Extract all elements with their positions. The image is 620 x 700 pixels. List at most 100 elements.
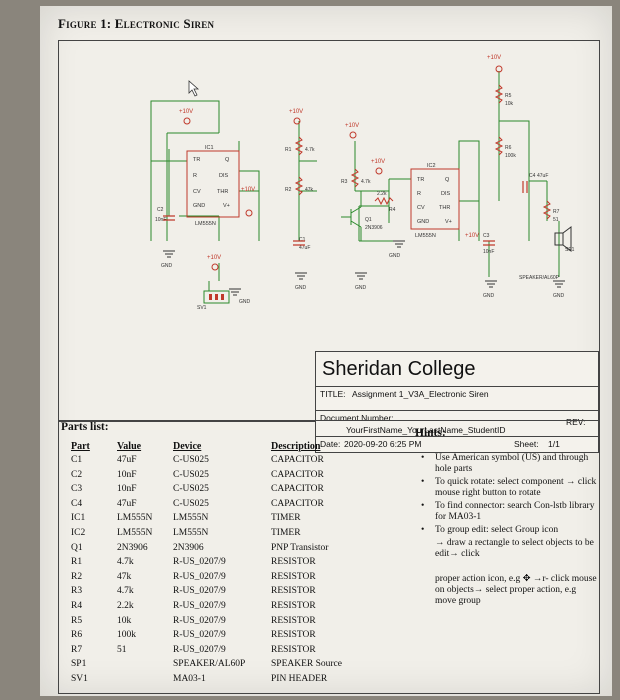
group-step-1: → draw a rectangle to select objects to … [435, 538, 594, 559]
table-cell-description: RESISTOR [271, 557, 316, 568]
table-cell-part: Q1 [71, 542, 83, 553]
ic1-part: LM555N [195, 221, 216, 227]
table-cell-value: 47uF [117, 498, 137, 509]
table-cell-part: C3 [71, 484, 83, 495]
schematic-frame: +10V +10V +10V +10V +10V +10V +10V +10V … [58, 40, 600, 453]
table-cell-description: RESISTOR [271, 601, 316, 611]
title-row: TITLE: Assignment 1_V3A_Electronic Siren [316, 386, 598, 401]
svg-text:R7: R7 [553, 209, 560, 215]
svg-text:CV: CV [193, 189, 201, 195]
hint-item: •To group edit: select Group icon [421, 525, 559, 535]
svg-text:Q1: Q1 [365, 217, 372, 223]
svg-text:10k: 10k [505, 101, 514, 107]
table-cell-description: RESISTOR [271, 615, 316, 626]
table-cell-device: MA03-1 [173, 674, 206, 684]
header-device: Device [173, 441, 202, 452]
table-cell-description: PIN HEADER [271, 674, 328, 684]
table-cell-part: R7 [71, 644, 83, 655]
hint-item: •To find connector: search Con-lstb libr… [421, 501, 595, 522]
svg-text:TR: TR [417, 177, 424, 183]
svg-text:V+: V+ [445, 219, 452, 225]
svg-text:4.7k: 4.7k [305, 147, 315, 153]
table-cell-part: C1 [71, 455, 83, 465]
table-cell-device: C-US025 [173, 455, 209, 465]
supply-label-3: +10V [345, 123, 359, 129]
parts-list-title: Parts list: [61, 421, 109, 433]
ic2-part: LM555N [415, 233, 436, 239]
table-cell-device: SPEAKER/AL60P [173, 659, 246, 670]
table-cell-description: RESISTOR [271, 630, 316, 641]
schematic-drawing: +10V +10V +10V +10V +10V +10V +10V +10V … [150, 55, 575, 311]
svg-text:DIS: DIS [219, 173, 229, 179]
table-cell-part: SP1 [71, 659, 87, 670]
table-cell-part: R6 [71, 630, 83, 641]
table-cell-device: R-US_0207/9 [173, 615, 226, 626]
hints-title: Hints: [415, 427, 446, 439]
table-cell-device: R-US_0207/9 [173, 630, 226, 641]
svg-text:GND: GND [417, 219, 429, 225]
ic2-label: IC2 [427, 163, 436, 169]
table-cell-description: SPEAKER Source [271, 659, 342, 670]
svg-text:4.7k: 4.7k [361, 179, 371, 185]
organization-name: Sheridan College [322, 358, 476, 380]
table-cell-description: CAPACITOR [271, 455, 324, 465]
svg-text:GND: GND [483, 293, 495, 299]
table-cell-part: R5 [71, 615, 83, 626]
table-cell-description: CAPACITOR [271, 484, 324, 495]
table-cell-part: C4 [71, 498, 83, 509]
table-cell-part: SV1 [71, 674, 88, 684]
svg-text:R5: R5 [505, 93, 512, 99]
svg-text:47k: 47k [305, 187, 314, 193]
svg-text:51: 51 [553, 217, 559, 223]
table-cell-value: 4.7k [117, 557, 134, 568]
supply-label-7: +10V [207, 255, 221, 261]
table-cell-value: LM555N [117, 513, 153, 524]
svg-text:GND: GND [193, 203, 205, 209]
table-cell-device: R-US_0207/9 [173, 586, 226, 597]
svg-text:GND: GND [295, 285, 307, 291]
svg-text:47uF: 47uF [537, 173, 548, 179]
hint-item: •Use American symbol (US) and through ho… [421, 453, 589, 474]
hint-item: •To quick rotate: select component → cli… [421, 477, 597, 498]
supply-label-5: +10V [487, 55, 501, 61]
date-row: Date: 2020-09-20 6:25 PM Sheet: 1/1 [316, 436, 598, 452]
table-cell-description: RESISTOR [271, 586, 316, 597]
table-cell-part: R1 [71, 557, 83, 568]
cursor-icon [188, 80, 200, 97]
figure-title: Figure 1: Electronic Siren [58, 16, 215, 31]
table-cell-value: 10k [117, 615, 132, 626]
svg-text:SV1: SV1 [197, 305, 207, 311]
table-cell-value: 47k [117, 571, 132, 582]
svg-text:10nF: 10nF [483, 249, 494, 255]
table-cell-value: 10nF [117, 484, 137, 495]
table-cell-device: LM555N [173, 513, 209, 524]
header-description: Description [271, 441, 321, 452]
table-cell-part: R3 [71, 586, 83, 597]
table-cell-description: PNP Transistor [271, 542, 329, 553]
svg-text:DIS: DIS [441, 191, 451, 197]
document-page: Figure 1: Electronic Siren [40, 6, 612, 696]
table-cell-description: RESISTOR [271, 571, 316, 582]
svg-text:GND: GND [239, 299, 251, 305]
table-cell-value: 2N3906 [117, 542, 148, 553]
table-cell-value: 10nF [117, 469, 137, 480]
svg-text:SPEAKER/AL60P: SPEAKER/AL60P [519, 275, 560, 281]
supply-label-4: +10V [371, 159, 385, 165]
table-cell-value: 47uF [117, 455, 137, 465]
svg-text:R: R [417, 191, 421, 197]
svg-text:GND: GND [389, 253, 401, 259]
supply-label-2: +10V [289, 109, 303, 115]
svg-text:THR: THR [439, 205, 450, 211]
svg-text:C2: C2 [157, 207, 164, 213]
svg-text:GND: GND [161, 263, 173, 269]
table-cell-device: R-US_0207/9 [173, 601, 226, 611]
svg-text:R3: R3 [341, 179, 348, 185]
table-cell-description: CAPACITOR [271, 469, 324, 480]
svg-text:2.2k: 2.2k [377, 191, 387, 197]
svg-text:Q: Q [225, 157, 230, 163]
table-cell-device: R-US_0207/9 [173, 557, 226, 568]
header-value: Value [117, 441, 142, 452]
svg-text:100k: 100k [505, 153, 516, 159]
svg-text:R1: R1 [285, 147, 292, 153]
table-cell-part: IC2 [71, 528, 86, 538]
